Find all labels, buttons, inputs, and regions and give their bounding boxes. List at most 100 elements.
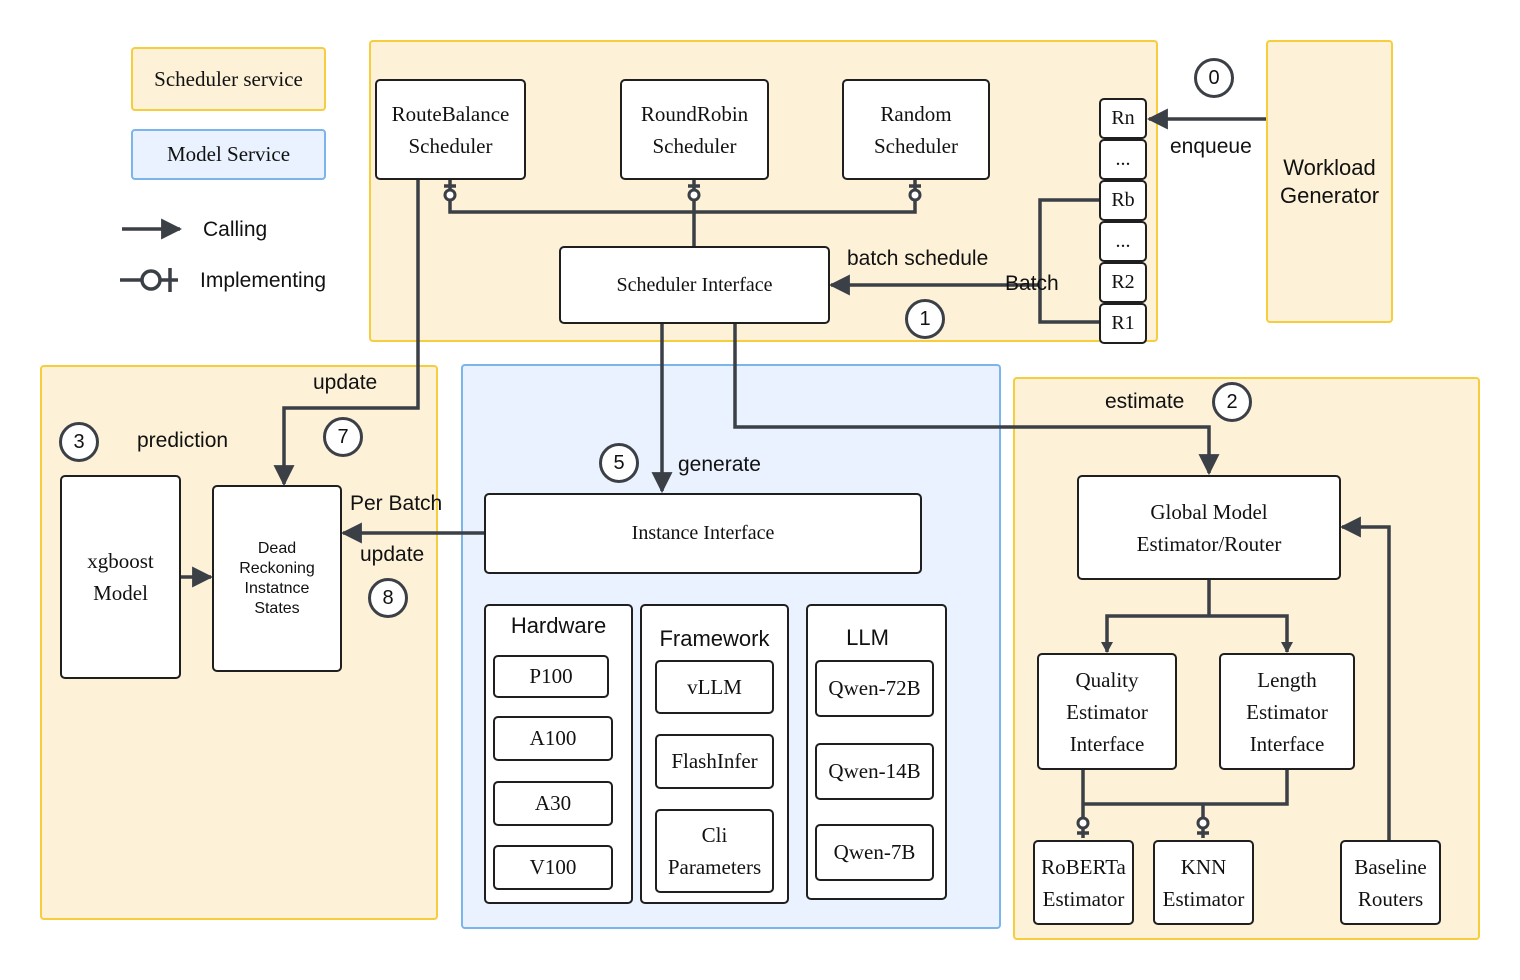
length-estimator-interface-label: Length Estimator Interface	[1246, 667, 1328, 756]
roberta-estimator-label: RoBERTa Estimator	[1041, 854, 1126, 911]
queue-item: R1	[1099, 303, 1147, 344]
queue-item-label: R1	[1111, 312, 1135, 334]
framework-item: FlashInfer	[655, 734, 774, 789]
update-arrow	[273, 180, 420, 487]
queue-item: R2	[1099, 262, 1147, 303]
dead-reckoning-states: Dead Reckoning Instatnce States	[212, 485, 342, 672]
xgboost-model: xgboost Model	[60, 475, 181, 679]
framework-item: Cli Parameters	[655, 809, 774, 893]
baseline-routers-label: Baseline Routers	[1354, 854, 1427, 911]
step-badge: 5	[599, 443, 639, 483]
legend-scheduler-service-label: Scheduler service	[154, 66, 303, 91]
legend-implementing-label: Implementing	[200, 269, 327, 292]
framework-item-label: Cli Parameters	[667, 823, 762, 879]
random-scheduler: Random Scheduler	[842, 79, 990, 180]
queue-item: ...	[1099, 221, 1147, 262]
queue-item-label: Rn	[1111, 107, 1135, 129]
impl-circle-roberta	[1076, 816, 1090, 830]
step-badge: 7	[323, 417, 363, 457]
per-batch-label: Per Batch	[350, 492, 443, 515]
batch-bracket	[1038, 198, 1099, 324]
step-badge: 0	[1194, 58, 1234, 98]
legend-model-service-label: Model Service	[166, 142, 291, 166]
hardware-item-label: A100	[529, 726, 577, 750]
knn-estimator-label: KNN Estimator	[1162, 854, 1245, 911]
impl-bus-estimators	[1081, 770, 1289, 838]
framework-item: vLLM	[655, 660, 774, 714]
baseline-arrow	[1339, 516, 1391, 840]
step-number: 7	[337, 425, 349, 448]
step-number: 0	[1208, 66, 1220, 89]
roundrobin-scheduler-label: RoundRobin Scheduler	[640, 101, 749, 158]
llm-title: LLM	[846, 625, 889, 650]
dead-reckoning-states-label: Dead Reckoning Instatnce States	[239, 539, 315, 617]
queue-item: Rn	[1099, 98, 1147, 139]
llm-item: Qwen-14B	[815, 743, 934, 800]
llm-item: Qwen-72B	[815, 660, 934, 717]
queue-item-label: ...	[1115, 148, 1131, 170]
framework-title: Framework	[659, 626, 770, 651]
roberta-estimator: RoBERTa Estimator	[1033, 840, 1134, 925]
length-estimator-interface: Length Estimator Interface	[1219, 653, 1355, 770]
step-badge: 3	[59, 422, 99, 462]
legend-calling-label: Calling	[203, 218, 268, 241]
step-number: 5	[613, 451, 625, 474]
step-number: 2	[1226, 390, 1238, 413]
random-scheduler-label: Random Scheduler	[874, 101, 958, 158]
routebalance-scheduler-label: RouteBalance Scheduler	[391, 101, 510, 158]
batch-schedule-label: batch schedule	[847, 247, 989, 270]
impl-circle-roundrobin	[687, 188, 701, 202]
queue-item: ...	[1099, 139, 1147, 180]
step-number: 8	[382, 586, 394, 609]
estimator-split-arrows	[1105, 580, 1289, 652]
llm-item-label: Qwen-7B	[833, 840, 916, 864]
scheduler-interface-label: Scheduler Interface	[616, 273, 773, 296]
enqueue-label: enqueue	[1170, 135, 1252, 158]
quality-estimator-interface-label: Quality Estimator Interface	[1066, 667, 1148, 756]
hardware-item: A30	[493, 781, 613, 826]
hardware-item: A100	[493, 716, 613, 761]
global-model-estimator-router: Global Model Estimator/Router	[1077, 475, 1341, 580]
queue-item: Rb	[1099, 180, 1147, 221]
hardware-item-label: A30	[534, 791, 572, 815]
impl-circle-knn	[1196, 816, 1210, 830]
estimate-arrow	[733, 324, 1220, 476]
hardware-item: V100	[493, 845, 613, 890]
impl-circle-routebalance	[443, 188, 457, 202]
step-number: 1	[919, 307, 931, 330]
impl-circle-random	[908, 188, 922, 202]
update-label: update	[313, 371, 378, 394]
prediction-label: prediction	[137, 429, 229, 452]
routebalance-scheduler: RouteBalance Scheduler	[375, 79, 526, 180]
step-badge: 2	[1212, 382, 1252, 422]
llm-item-label: Qwen-14B	[828, 759, 921, 783]
llm-item: Qwen-7B	[815, 824, 934, 881]
quality-estimator-interface: Quality Estimator Interface	[1037, 653, 1177, 770]
hardware-item-label: V100	[529, 855, 577, 879]
hardware-item: P100	[493, 655, 609, 698]
step-number: 3	[73, 430, 85, 453]
per-batch-update-label: update	[360, 543, 425, 566]
legend-implementing-circle	[140, 269, 162, 291]
workload-generator: Workload Generator	[1266, 40, 1393, 323]
legend-scheduler-service: Scheduler service	[131, 47, 326, 111]
knn-estimator: KNN Estimator	[1153, 840, 1254, 925]
instance-interface-label: Instance Interface	[631, 522, 775, 544]
generate-label: generate	[678, 453, 761, 476]
workload-generator-label: Workload Generator	[1279, 154, 1380, 208]
hardware-title: Hardware	[510, 613, 607, 638]
framework-item-label: FlashInfer	[671, 749, 758, 773]
legend-model-service: Model Service	[131, 129, 326, 180]
global-model-estimator-router-label: Global Model Estimator/Router	[1136, 499, 1282, 556]
instance-interface: Instance Interface	[484, 493, 922, 574]
framework-item-label: vLLM	[687, 674, 742, 699]
xgboost-model-label: xgboost Model	[87, 549, 154, 605]
impl-bus-schedulers	[448, 180, 917, 246]
scheduler-interface: Scheduler Interface	[559, 246, 830, 324]
step-badge: 1	[905, 299, 945, 339]
baseline-routers: Baseline Routers	[1340, 840, 1441, 925]
llm-item-label: Qwen-72B	[828, 676, 921, 700]
roundrobin-scheduler: RoundRobin Scheduler	[620, 79, 769, 180]
queue-item-label: ...	[1115, 230, 1131, 252]
